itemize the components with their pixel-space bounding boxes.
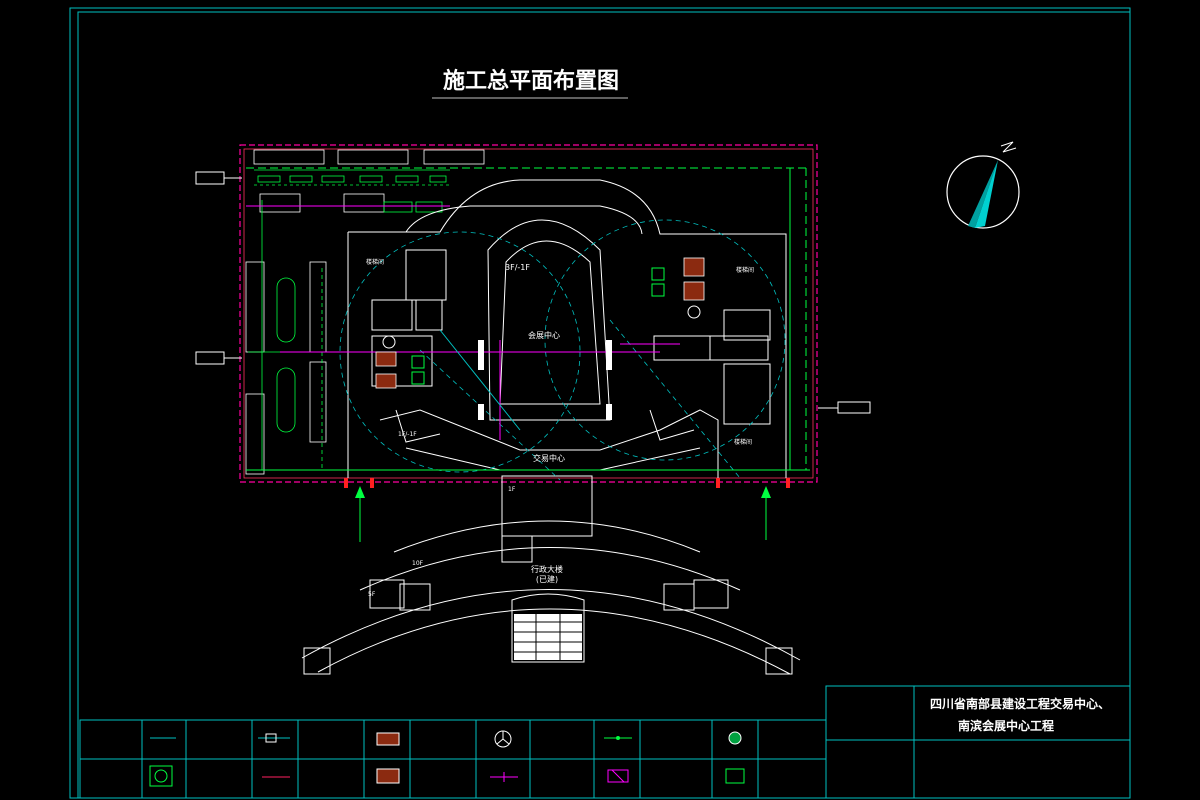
label-admin-building-note: (已建) bbox=[536, 574, 558, 584]
plan-labels: 会展中心 交易中心 行政大楼 (已建) 3F/-1F 1F/-1F 1F 10F… bbox=[366, 258, 754, 598]
mixer-icons bbox=[382, 305, 701, 349]
legend-symbols bbox=[149, 730, 745, 787]
legend-table bbox=[79, 685, 1131, 799]
entrance-arrows bbox=[355, 486, 771, 498]
generator-icons bbox=[411, 267, 665, 385]
top-facility-rows bbox=[253, 149, 485, 213]
drawing-title: 施工总平面布置图 bbox=[443, 68, 619, 94]
main-building bbox=[347, 179, 787, 480]
site-fence bbox=[239, 144, 818, 483]
side-markers bbox=[195, 171, 871, 414]
gate-markers bbox=[344, 478, 790, 488]
label-left-stair: 楼梯间 bbox=[366, 258, 384, 266]
label-floor-left: 1F/-1F bbox=[398, 431, 417, 438]
project-name-line2: 南滨会展中心工程 bbox=[958, 718, 1054, 733]
label-floor-5f: 5F bbox=[368, 591, 376, 598]
label-right-bottom-stair: 楼梯间 bbox=[734, 438, 752, 446]
walkway bbox=[501, 475, 593, 563]
project-name-line1: 四川省南部县建设工程交易中心、 bbox=[930, 696, 1110, 711]
temp-services bbox=[246, 167, 810, 542]
door-blocks bbox=[478, 340, 612, 420]
label-floor-bottom: 1F bbox=[508, 486, 516, 493]
label-floor-10f: 10F bbox=[412, 560, 424, 567]
label-trade-center: 交易中心 bbox=[533, 453, 565, 463]
label-floor-top: 3F/-1F bbox=[505, 263, 530, 272]
left-facilities bbox=[245, 200, 340, 475]
admin-building bbox=[301, 520, 801, 675]
label-admin-building: 行政大楼 bbox=[531, 564, 563, 574]
storage-boxes bbox=[375, 257, 705, 389]
label-right-stair: 楼梯间 bbox=[736, 266, 754, 274]
label-meeting-center: 会展中心 bbox=[528, 330, 560, 340]
north-arrow-icon bbox=[946, 141, 1020, 229]
